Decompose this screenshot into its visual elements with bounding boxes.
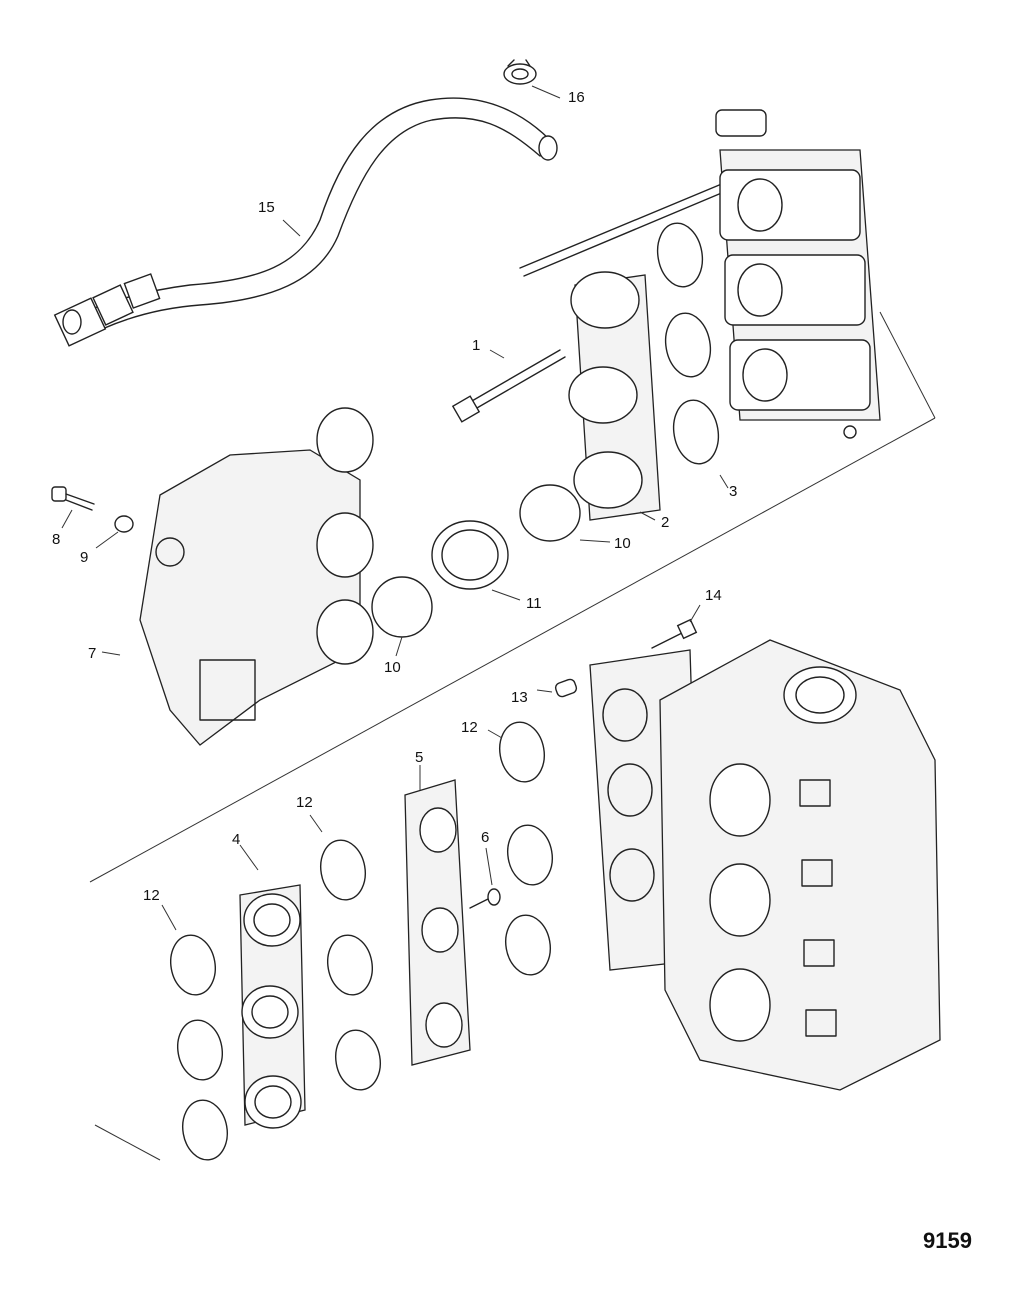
intake-manifold-part: [568, 271, 661, 521]
exhaust-manifold-part: [139, 407, 374, 746]
cylinder-block-part: [659, 639, 941, 1091]
callout-5: 5: [415, 749, 424, 766]
callout-14: 14: [705, 587, 722, 604]
callout-10-lower: 10: [384, 659, 401, 676]
callout-11: 11: [526, 595, 542, 612]
group-divider-line: [94, 1124, 161, 1161]
callout-7: 7: [88, 645, 97, 662]
callout-12-upper: 12: [461, 719, 478, 736]
callout-10-upper: 10: [614, 535, 631, 552]
long-bolt-part: [451, 349, 566, 423]
hose-clamp-part: [371, 576, 433, 638]
bolt-part: [651, 618, 698, 649]
group-divider-line: [879, 311, 936, 419]
callout-12-lower: 12: [143, 887, 160, 904]
callout-2: 2: [661, 514, 670, 531]
gasket-plate-part: [404, 779, 471, 1066]
mounting-bracket-part: [239, 884, 306, 1129]
rubber-sleeve-part: [431, 520, 509, 590]
callout-12-middle: 12: [296, 794, 313, 811]
oring-gaskets-lower: [170, 721, 553, 1161]
callout-9: 9: [80, 549, 89, 566]
screw-part: [51, 486, 95, 511]
callout-1: 1: [472, 337, 481, 354]
hose-clamp-part: [519, 484, 581, 542]
washer-part: [114, 515, 134, 533]
callout-15: 15: [258, 199, 275, 216]
callout-3: 3: [729, 483, 738, 500]
callout-13: 13: [511, 689, 528, 706]
figure-number: 9159: [923, 1228, 972, 1253]
group-divider-line: [89, 417, 936, 883]
callout-8: 8: [52, 531, 61, 548]
screw-part: [469, 888, 501, 909]
clamp-part: [503, 59, 537, 85]
callout-4: 4: [232, 831, 241, 848]
callout-leader-lines: [61, 85, 729, 931]
callout-6: 6: [481, 829, 490, 846]
callout-16: 16: [568, 89, 585, 106]
dowel-pin-part: [554, 678, 578, 698]
oring-gaskets-upper: [656, 222, 720, 465]
reed-block-assembly: [719, 149, 881, 439]
hose-part: [53, 97, 558, 347]
